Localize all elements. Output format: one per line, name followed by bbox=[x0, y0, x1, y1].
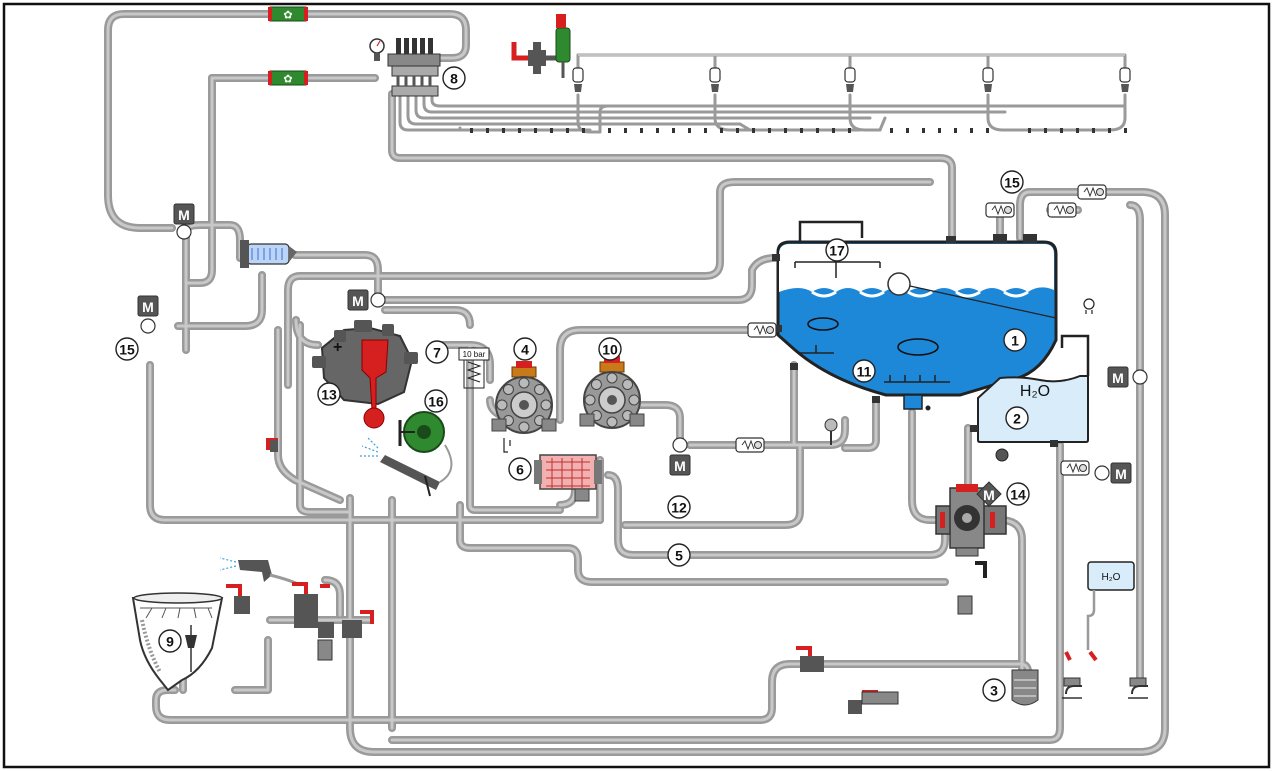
svg-text:4: 4 bbox=[521, 342, 529, 358]
callout-11: 11 bbox=[852, 359, 876, 383]
callout-3: 3 bbox=[982, 678, 1006, 702]
clean-water-tank: H₂O bbox=[970, 334, 1090, 462]
pressure-filter-6 bbox=[534, 454, 602, 502]
spray-mist-icon bbox=[360, 437, 379, 457]
callout-16: 16 bbox=[424, 389, 448, 413]
svg-text:5: 5 bbox=[675, 548, 683, 564]
callout-14: 14 bbox=[1006, 482, 1030, 506]
pressure-valve-label: 10 bar bbox=[463, 350, 486, 359]
plus-sign: + bbox=[333, 339, 342, 356]
boom-lines bbox=[398, 53, 1127, 134]
callout-7: 7 bbox=[425, 340, 449, 364]
motors: M M M M M M M bbox=[137, 203, 1148, 507]
pressure-gauge-icon bbox=[824, 418, 838, 445]
svg-text:16: 16 bbox=[428, 394, 444, 410]
callout-13: 13 bbox=[317, 382, 341, 406]
nozzle-bars bbox=[470, 128, 1127, 133]
suction-filter bbox=[240, 240, 297, 268]
float-ball bbox=[887, 272, 911, 296]
motor-icon: M bbox=[142, 299, 154, 315]
callout-4: 4 bbox=[513, 337, 537, 361]
svg-text:7: 7 bbox=[433, 345, 441, 361]
pump-4 bbox=[491, 361, 557, 434]
callout-17: 17 bbox=[825, 238, 849, 262]
callout-9: 9 bbox=[158, 629, 182, 653]
hose-reel-16 bbox=[360, 411, 453, 497]
svg-text:13: 13 bbox=[321, 387, 337, 403]
fans: ✿✿ bbox=[268, 6, 308, 86]
section-valves-8 bbox=[369, 38, 441, 97]
motor-icon: M bbox=[983, 487, 995, 503]
svg-text:11: 11 bbox=[857, 364, 872, 380]
pressure-relief-valve-7: 10 bar bbox=[458, 347, 490, 389]
callout-15: 15 bbox=[1000, 170, 1024, 194]
water-tank-label: H₂O bbox=[1020, 383, 1050, 400]
motor-icon: M bbox=[352, 293, 364, 309]
pump-crank-icon bbox=[503, 438, 511, 453]
faucets bbox=[1062, 677, 1148, 699]
main-cut-off-valve bbox=[511, 14, 571, 78]
svg-text:9: 9 bbox=[166, 634, 174, 650]
svg-text:15: 15 bbox=[1004, 175, 1020, 191]
svg-text:2: 2 bbox=[1013, 411, 1021, 427]
svg-text:17: 17 bbox=[829, 243, 845, 259]
main-tank bbox=[772, 220, 1095, 411]
check-valves bbox=[735, 184, 1107, 476]
svg-text:8: 8 bbox=[450, 71, 458, 87]
fan-icon: ✿ bbox=[283, 9, 292, 22]
boom-nozzles bbox=[572, 67, 1131, 92]
callout-15: 15 bbox=[115, 337, 139, 361]
fan-icon: ✿ bbox=[283, 73, 292, 86]
callout-5: 5 bbox=[667, 543, 691, 567]
small-water-tank-label: H₂O bbox=[1102, 572, 1121, 583]
svg-text:10: 10 bbox=[602, 342, 618, 358]
fill-socket-3 bbox=[1011, 669, 1039, 706]
motor-icon: M bbox=[178, 207, 190, 223]
callout-6: 6 bbox=[508, 457, 532, 481]
svg-text:14: 14 bbox=[1010, 487, 1026, 503]
callout-12: 12 bbox=[667, 495, 691, 519]
callout-10: 10 bbox=[598, 337, 622, 361]
pump-14 bbox=[935, 484, 1007, 578]
main-pipes bbox=[104, 10, 1169, 756]
svg-text:3: 3 bbox=[990, 683, 998, 699]
svg-text:6: 6 bbox=[516, 462, 524, 478]
manual-valves bbox=[226, 438, 1098, 714]
motor-icon: M bbox=[1115, 466, 1127, 482]
callout-1: 1 bbox=[1003, 328, 1027, 352]
motor-icon: M bbox=[1112, 370, 1124, 386]
motor-icon: M bbox=[674, 458, 686, 474]
callout-8: 8 bbox=[442, 66, 466, 90]
callout-2: 2 bbox=[1005, 406, 1029, 430]
svg-text:1: 1 bbox=[1011, 333, 1019, 349]
small-water-tank: H₂O bbox=[1086, 561, 1135, 650]
pump-10 bbox=[579, 356, 645, 429]
control-valve-13: + bbox=[312, 320, 418, 429]
svg-text:12: 12 bbox=[671, 500, 687, 516]
svg-text:15: 15 bbox=[119, 342, 135, 358]
level-sensor-icon bbox=[1083, 298, 1095, 314]
